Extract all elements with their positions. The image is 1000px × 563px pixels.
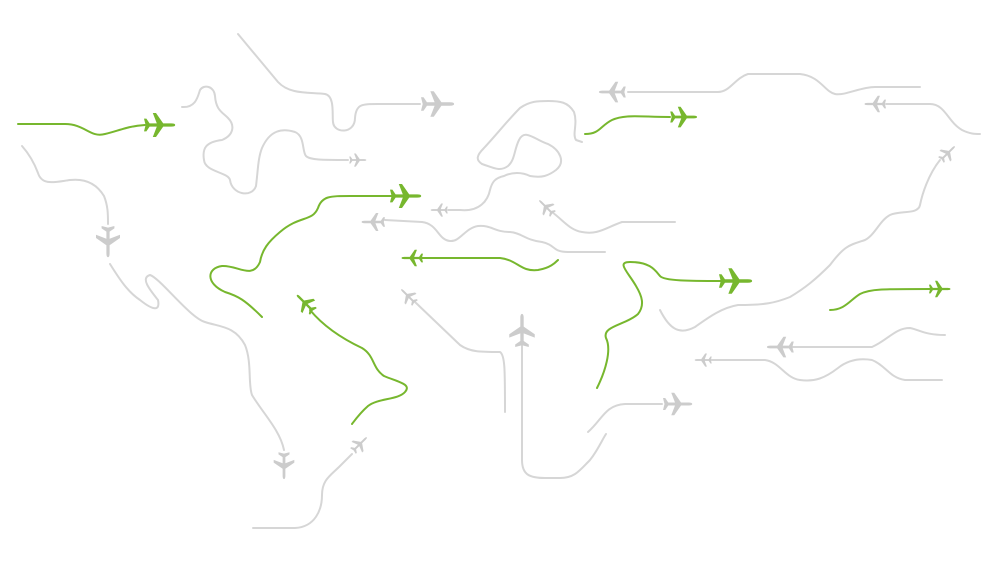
airplane-icon [670,106,698,128]
airplane-icon [509,313,535,347]
airplane-icon [290,288,320,318]
route-line [709,358,943,382]
route-line [885,103,981,135]
route-line [109,263,285,451]
route-line [596,261,723,389]
route-line [627,73,921,96]
route-line [551,211,676,234]
airplane-icon [929,280,951,298]
route-line [584,115,671,135]
route-line [421,257,559,272]
route-line [209,195,393,318]
airplane-icon [864,95,886,113]
route-line [791,327,946,348]
route-line [252,453,353,529]
airplane-icon [273,452,295,480]
airplane-icon [430,203,448,217]
airplane-icon [598,81,626,103]
route-line [181,85,349,195]
airplane-icon [347,431,373,457]
route-line [414,301,506,413]
airplane-icon [533,194,559,220]
airplane-icon [96,226,120,258]
route-line [384,219,606,253]
airplane-icon [421,91,455,117]
routes-layer [17,33,981,529]
route-line [17,123,146,136]
route-line [21,145,109,225]
airplane-icon [349,153,367,167]
airplane-icon [144,113,176,137]
route-line [587,403,663,433]
airplane-icon [390,184,422,208]
airplane-icon [694,353,712,367]
airplane-icon [719,268,753,294]
route-line [237,33,421,132]
route-line [447,100,583,212]
route-line [659,159,941,332]
route-line [829,288,933,311]
airplane-icon [663,392,693,416]
airplane-icon [401,249,423,267]
planes-layer [96,81,961,480]
airplane-icon [766,336,794,358]
route-line [309,309,408,425]
airplane-icon [361,213,385,231]
route-line [521,343,607,479]
